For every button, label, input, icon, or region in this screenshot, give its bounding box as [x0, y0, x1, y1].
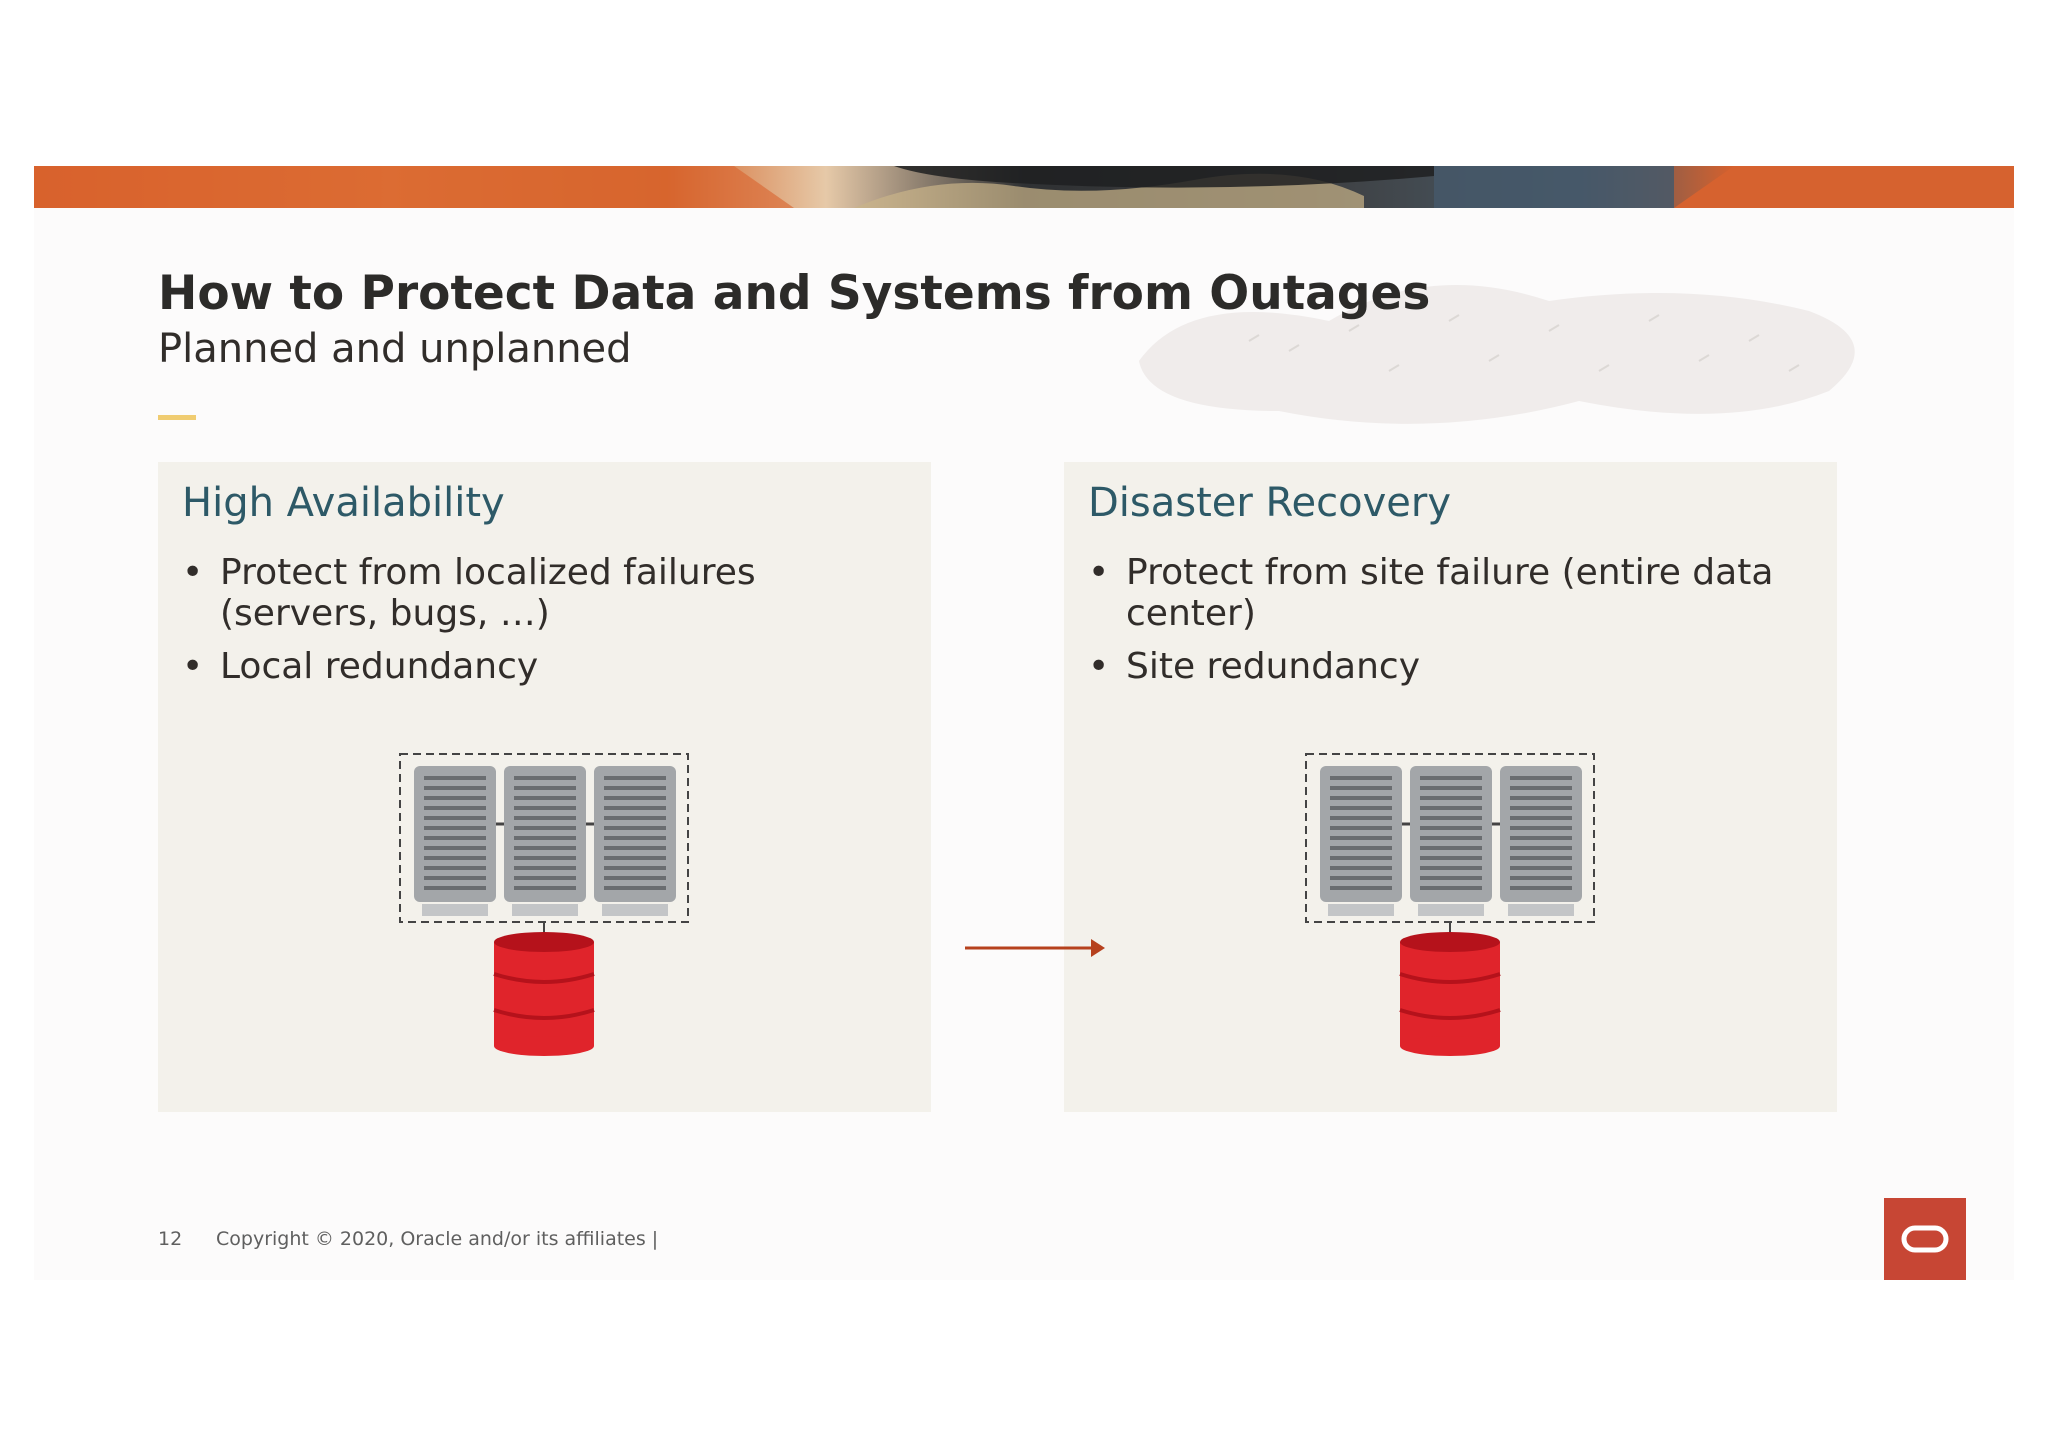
header-banner-image [34, 166, 2014, 208]
bullet-icon: • [182, 646, 204, 687]
slide: How to Protect Data and Systems from Out… [34, 166, 2014, 1280]
slide-title: How to Protect Data and Systems from Out… [158, 266, 1431, 321]
server-database-illustration [399, 753, 689, 1056]
database-icon [1399, 932, 1501, 1056]
bullet-icon: • [1088, 552, 1110, 593]
bullet-list: •Protect from site failure (entire data … [1088, 552, 1808, 699]
list-item: •Protect from localized failures (server… [182, 552, 756, 634]
arrow-right-icon [965, 939, 1105, 957]
list-item: •Local redundancy [182, 646, 539, 687]
server-database-illustration [1305, 753, 1595, 1056]
bullet-icon: • [182, 552, 204, 593]
high-availability-panel: High Availability •Protect from localize… [158, 462, 931, 1112]
server-rack-icon [399, 753, 689, 923]
oracle-logo-icon[interactable] [1884, 1198, 1966, 1280]
list-item: •Site redundancy [1088, 646, 1421, 687]
bullet-list: •Protect from localized failures (server… [182, 552, 902, 699]
page-number: 12 [158, 1228, 183, 1250]
list-item: •Protect from site failure (entire data … [1088, 552, 1774, 634]
decorative-texture [1139, 285, 1855, 424]
server-rack-icon [1305, 753, 1595, 923]
disaster-recovery-panel: Disaster Recovery •Protect from site fai… [1064, 462, 1837, 1112]
title-accent-bar [158, 415, 196, 420]
database-icon [493, 932, 595, 1056]
bullet-icon: • [1088, 646, 1110, 687]
panel-heading-high-availability: High Availability [182, 480, 505, 526]
slide-subtitle: Planned and unplanned [158, 326, 632, 372]
panel-heading-disaster-recovery: Disaster Recovery [1088, 480, 1452, 526]
copyright-text: Copyright © 2020, Oracle and/or its affi… [216, 1228, 659, 1250]
